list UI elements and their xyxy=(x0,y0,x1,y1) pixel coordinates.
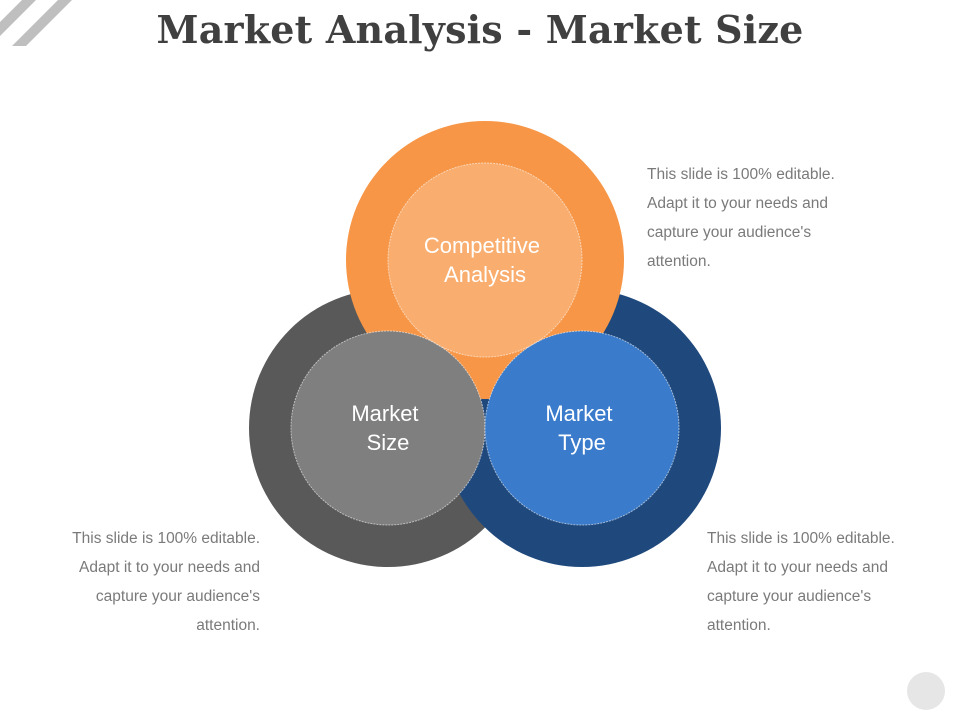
bottom-right-note: This slide is 100% editable. Adapt it to… xyxy=(707,524,927,640)
note-line: This slide is 100% editable. xyxy=(647,166,835,183)
note-line: attention. xyxy=(707,617,771,634)
note-line: Adapt it to your needs and xyxy=(707,559,888,576)
competitive-analysis-label: Competitive Analysis xyxy=(424,233,546,287)
note-line: capture your audience's xyxy=(707,588,872,605)
slide-nav-button[interactable] xyxy=(907,672,945,710)
note-line: Adapt it to your needs and xyxy=(79,559,260,576)
market-size-inner-circle xyxy=(290,330,486,526)
note-line: capture your audience's xyxy=(647,224,812,241)
corner-stripes-decoration xyxy=(0,0,72,46)
slide-title: Market Analysis - Market Size xyxy=(156,7,804,52)
competitive-analysis-inner-circle xyxy=(387,162,583,358)
note-line: attention. xyxy=(647,253,711,270)
bottom-left-note: This slide is 100% editable. Adapt it to… xyxy=(40,524,260,640)
note-line: This slide is 100% editable. xyxy=(72,530,260,547)
note-line: This slide is 100% editable. xyxy=(707,530,895,547)
top-right-note: This slide is 100% editable. Adapt it to… xyxy=(647,160,867,276)
note-line: Adapt it to your needs and xyxy=(647,195,828,212)
market-size-label: Market Size xyxy=(351,401,424,455)
market-type-label: Market Type xyxy=(545,401,618,455)
market-type-inner-circle xyxy=(484,330,680,526)
note-line: capture your audience's xyxy=(95,588,260,605)
note-line: attention. xyxy=(196,617,260,634)
